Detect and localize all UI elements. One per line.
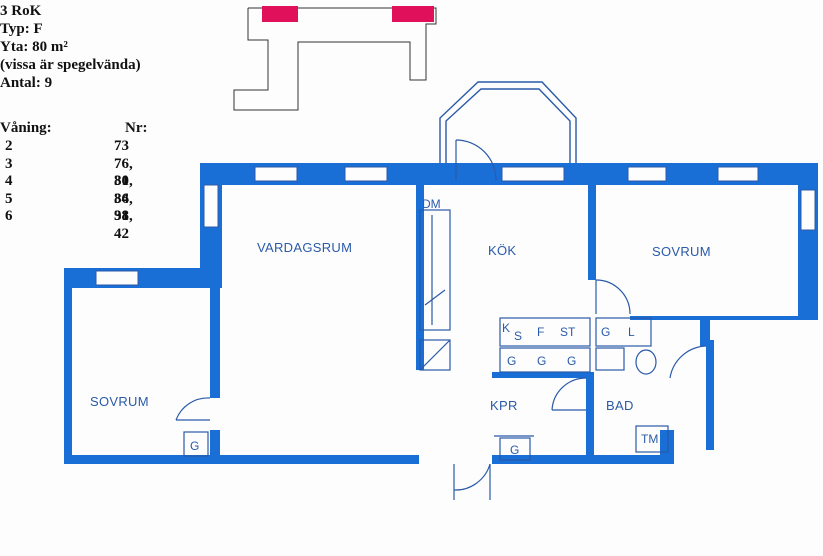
apartment-type: Typ: F xyxy=(0,21,43,37)
floor-value: 4 xyxy=(5,173,13,189)
fixture-st: ST xyxy=(560,325,576,339)
bay-window xyxy=(439,81,577,163)
room-sovrum-right: SOVRUM xyxy=(652,244,711,259)
nr-value: 91, 42 xyxy=(114,208,133,242)
apartment-title: 3 RoK xyxy=(0,3,42,19)
floor-value: 5 xyxy=(5,190,13,207)
fixture-s: S xyxy=(514,329,522,343)
fixture-tm: TM xyxy=(641,432,658,446)
room-kok: KÖK xyxy=(488,243,516,258)
fixture-g: G xyxy=(601,325,610,339)
fixture-g: G xyxy=(190,439,199,453)
room-bad: BAD xyxy=(606,398,634,413)
fixture-f: F xyxy=(537,325,544,339)
key-plan xyxy=(233,7,437,111)
fixture-g: G xyxy=(567,354,576,368)
interior-lines xyxy=(183,209,669,461)
fixture-dm: DM xyxy=(422,197,441,211)
floor-value: 6 xyxy=(5,208,13,224)
apartment-count: Antal: 9 xyxy=(0,75,53,91)
doors xyxy=(175,139,707,500)
nr-value: 76, 30 xyxy=(114,155,133,190)
key-plan-highlight-right xyxy=(392,6,434,22)
nr-value: 81, 34 xyxy=(114,173,133,207)
floor-value: 3 xyxy=(5,155,13,172)
fixture-k: K xyxy=(502,321,510,335)
fixture-g: G xyxy=(537,354,546,368)
floor-value: 2 xyxy=(5,138,13,154)
fixture-g: G xyxy=(507,354,516,368)
room-sovrum-left: SOVRUM xyxy=(90,394,149,409)
key-plan-highlight-left xyxy=(262,6,298,22)
apartment-area: Yta: 80 m² xyxy=(0,39,68,55)
windows xyxy=(95,166,816,286)
nr-value: 73 xyxy=(114,138,129,154)
fixture-l: L xyxy=(628,325,635,339)
apartment-info: 3 RoK Typ: F Yta: 80 m² (vissa är spegel… xyxy=(0,2,141,92)
room-vardagsrum: VARDAGSRUM xyxy=(257,240,352,255)
nr-header: Nr: xyxy=(125,120,148,136)
floor-header: Våning: xyxy=(0,120,52,136)
mirror-note: (vissa är spegelvända) xyxy=(0,57,141,73)
nr-value: 86, 38 xyxy=(114,190,133,225)
fixture-g: G xyxy=(510,443,519,457)
room-kpr: KPR xyxy=(490,398,518,413)
